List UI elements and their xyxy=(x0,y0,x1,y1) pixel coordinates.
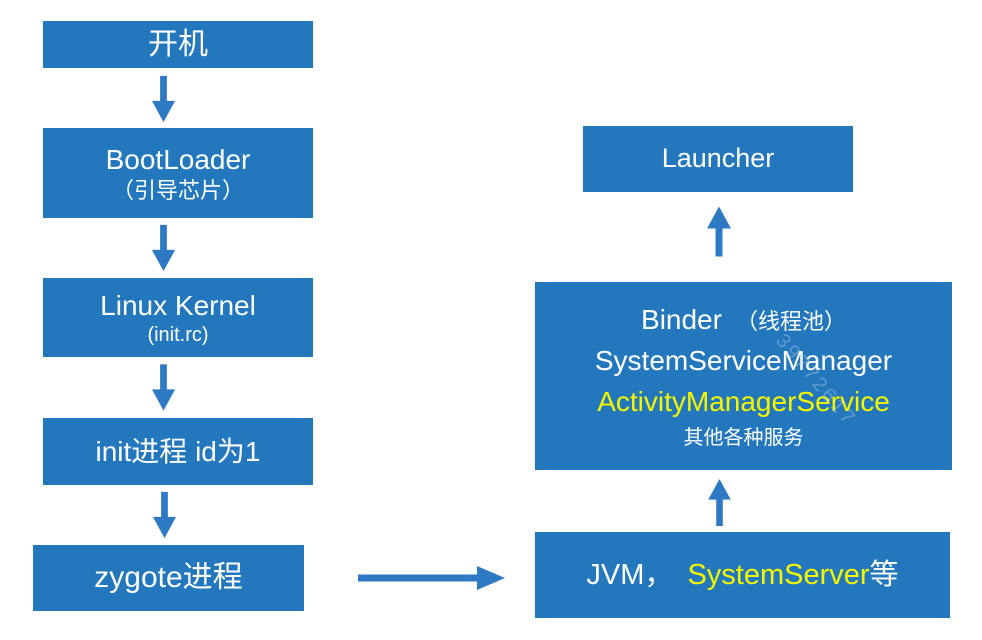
jvm-suffix: 等 xyxy=(869,558,899,591)
box-linux-kernel-subtitle: (init.rc) xyxy=(147,323,209,346)
box-bootloader-title: BootLoader xyxy=(105,143,251,175)
box-power-on: 开机 xyxy=(43,21,313,68)
jvm-prefix: JVM， xyxy=(586,558,674,591)
box-linux-kernel: Linux Kernel (init.rc) xyxy=(43,278,313,357)
jvm-systemserver-highlight: SystemServer xyxy=(687,558,870,591)
box-zygote-process-label: zygote进程 xyxy=(94,561,243,595)
arrow-up-icon xyxy=(706,479,733,526)
services-thread-pool-note: （线程池） xyxy=(735,308,846,334)
jvm-systemserver-label: JVM， SystemServer等 xyxy=(586,557,898,593)
arrow-up-icon xyxy=(705,206,733,257)
box-init-process-label: init进程 id为1 xyxy=(95,436,261,467)
box-bootloader-subtitle: （引导芯片） xyxy=(111,177,244,203)
services-system-service-manager: SystemServiceManager xyxy=(594,344,893,376)
box-system-services: Binder （线程池） SystemServiceManager Activit… xyxy=(535,282,952,470)
arrow-down-icon xyxy=(150,224,177,272)
box-launcher: Launcher xyxy=(583,126,853,192)
arrow-down-icon xyxy=(150,363,177,412)
services-other-services: 其他各种服务 xyxy=(683,426,804,449)
services-line-binder: Binder （线程池） xyxy=(641,302,846,337)
box-linux-kernel-title: Linux Kernel xyxy=(100,289,256,321)
arrow-right-icon xyxy=(358,564,506,592)
box-bootloader: BootLoader （引导芯片） xyxy=(43,128,313,218)
services-activity-manager-service: ActivityManagerService xyxy=(597,385,890,417)
arrow-down-icon xyxy=(150,75,177,123)
box-init-process: init进程 id为1 xyxy=(43,418,313,485)
box-zygote-process: zygote进程 xyxy=(33,545,304,611)
services-binder-label: Binder xyxy=(641,303,722,335)
box-jvm-systemserver: JVM， SystemServer等 xyxy=(535,532,950,618)
arrow-down-icon xyxy=(151,491,178,539)
box-launcher-label: Launcher xyxy=(661,143,775,174)
box-power-on-label: 开机 xyxy=(148,27,208,61)
